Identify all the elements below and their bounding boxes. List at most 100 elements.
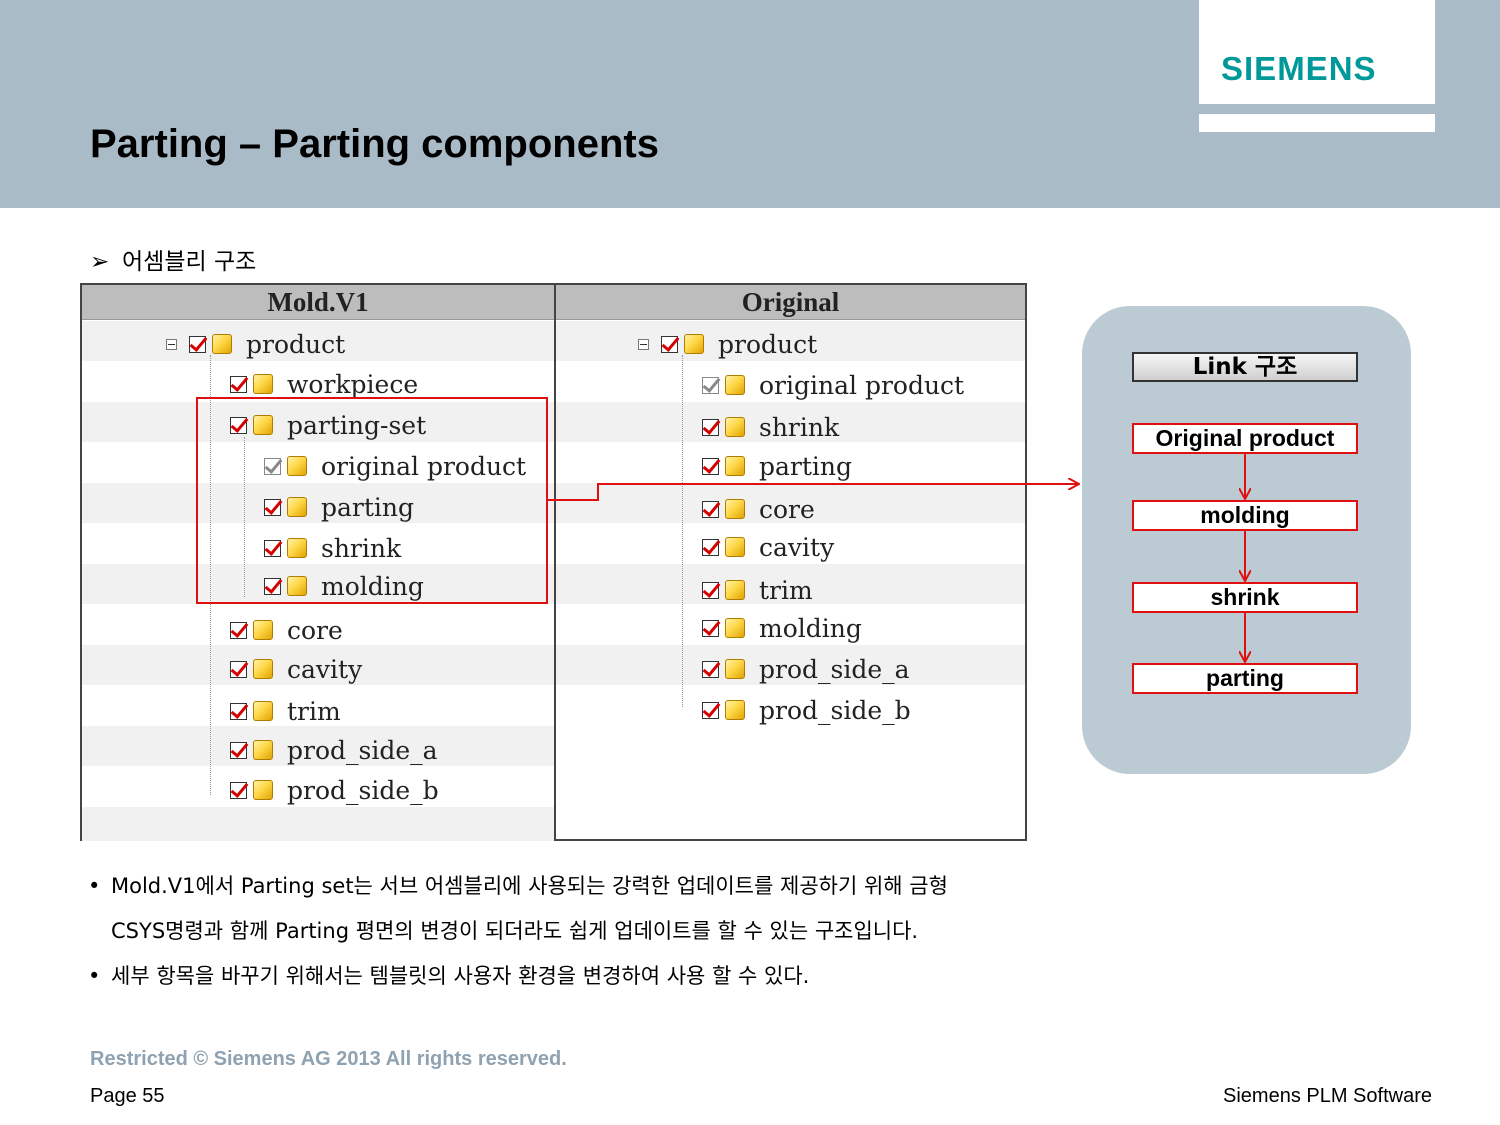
row-band <box>556 483 1025 523</box>
tree-node[interactable]: core <box>230 610 343 650</box>
tree-node[interactable]: shrink <box>702 407 839 447</box>
row-band <box>556 321 1025 361</box>
tree-node-label: shrink <box>321 533 402 563</box>
checkbox-checked-icon[interactable] <box>702 701 719 719</box>
checkbox-checked-icon[interactable] <box>230 741 247 759</box>
tree-node-label: trim <box>287 696 341 726</box>
checkbox-checked-icon[interactable] <box>264 498 281 516</box>
link-structure-panel <box>1082 306 1411 774</box>
checkbox-checked-icon[interactable] <box>702 500 719 518</box>
note-text: Mold.V1에서 Parting set는 서브 어셈블리에 사용되는 강력한… <box>111 874 948 898</box>
tree-node[interactable]: prod_side_b <box>702 690 911 730</box>
row-band <box>82 564 554 604</box>
tree-node[interactable]: parting <box>264 487 414 527</box>
component-icon <box>253 659 273 679</box>
tree-node[interactable]: cavity <box>230 649 362 689</box>
link-arrow <box>548 484 1078 501</box>
tree-node-label: prod_side_b <box>759 695 911 725</box>
tree-node[interactable]: core <box>702 489 815 529</box>
tree-node-label: workpiece <box>287 369 419 399</box>
tree-guide <box>244 437 245 597</box>
row-band <box>82 402 554 442</box>
tree-node-label: core <box>759 494 815 524</box>
tree-node-label: molding <box>759 613 862 643</box>
tree-node[interactable]: product <box>166 324 345 364</box>
tree-node[interactable]: product <box>638 324 817 364</box>
tree-node-label: product <box>246 329 346 359</box>
tree-node[interactable]: prod_side_a <box>702 649 910 689</box>
checkbox-checked-icon[interactable] <box>264 577 281 595</box>
row-band <box>82 726 554 766</box>
tree-node[interactable]: molding <box>702 608 862 648</box>
tree-node[interactable]: shrink <box>264 528 401 568</box>
column-header-mold: Mold.V1 <box>82 285 554 320</box>
checkbox-checked-icon[interactable] <box>661 335 678 353</box>
checkbox-checked-icon[interactable] <box>702 457 719 475</box>
tree-node[interactable]: molding <box>264 566 424 606</box>
tree-node[interactable]: parting-set <box>230 405 426 445</box>
component-icon <box>253 701 273 721</box>
checkbox-checked-icon[interactable] <box>230 416 247 434</box>
component-icon <box>253 374 273 394</box>
footer-page-number: Page 55 <box>90 1085 165 1107</box>
assembly-icon <box>212 334 232 354</box>
row-band <box>82 321 554 361</box>
tree-node[interactable]: original product <box>264 446 526 486</box>
tree-node[interactable]: prod_side_a <box>230 730 438 770</box>
component-icon <box>725 618 745 638</box>
tree-node-label: molding <box>321 571 424 601</box>
tree-node-label: core <box>287 615 343 645</box>
checkbox-checked-icon[interactable] <box>702 581 719 599</box>
arrow-bullet-icon: ➢ <box>90 249 110 275</box>
component-icon <box>725 417 745 437</box>
checkbox-checked-icon[interactable] <box>264 539 281 557</box>
checkbox-checked-icon[interactable] <box>702 418 719 436</box>
tree-node[interactable]: trim <box>702 570 813 610</box>
tree-node-label: parting-set <box>287 410 427 440</box>
checkbox-checked-icon[interactable] <box>230 621 247 639</box>
checkbox-checked-icon[interactable] <box>702 660 719 678</box>
checkbox-checked-icon[interactable] <box>230 781 247 799</box>
checkbox-checked-icon[interactable] <box>230 660 247 678</box>
component-icon <box>253 620 273 640</box>
component-icon <box>253 415 273 435</box>
link-structure-title: Link 구조 <box>1132 352 1358 382</box>
checkbox-checked-icon[interactable] <box>702 619 719 637</box>
tree-node[interactable]: cavity <box>702 527 834 567</box>
checkbox-grey-icon[interactable] <box>702 376 719 394</box>
tree-node-label: original product <box>759 370 965 400</box>
assembly-tree-panel: Mold.V1 Original <box>80 283 1027 841</box>
tree-node[interactable]: prod_side_b <box>230 770 439 810</box>
link-step-original-product: Original product <box>1132 423 1358 454</box>
tree-node[interactable]: trim <box>230 691 341 731</box>
tree-node-label: parting <box>759 451 853 481</box>
tree-node[interactable]: parting <box>702 446 852 486</box>
tree-node[interactable]: original product <box>702 365 964 405</box>
component-icon <box>725 580 745 600</box>
siemens-logo: SIEMENS <box>1221 50 1377 87</box>
component-icon <box>287 456 307 476</box>
row-band <box>82 483 554 523</box>
tree-node-label: prod_side_a <box>759 654 910 684</box>
assembly-icon <box>684 334 704 354</box>
checkbox-checked-icon[interactable] <box>702 538 719 556</box>
link-step-shrink: shrink <box>1132 582 1358 613</box>
checkbox-grey-icon[interactable] <box>264 457 281 475</box>
component-icon <box>253 780 273 800</box>
collapse-icon[interactable] <box>166 338 177 350</box>
bullet-dot: • <box>88 964 101 988</box>
checkbox-checked-icon[interactable] <box>189 335 206 353</box>
row-band <box>556 564 1025 604</box>
link-step-molding: molding <box>1132 500 1358 531</box>
tree-node[interactable]: workpiece <box>230 364 418 404</box>
checkbox-checked-icon[interactable] <box>230 375 247 393</box>
tree-guide <box>682 355 683 707</box>
component-icon <box>287 576 307 596</box>
checkbox-checked-icon[interactable] <box>230 702 247 720</box>
component-icon <box>725 375 745 395</box>
tree-node-label: cavity <box>759 532 835 562</box>
collapse-icon[interactable] <box>638 338 649 350</box>
row-band <box>82 645 554 685</box>
parting-set-highlight <box>196 397 548 604</box>
